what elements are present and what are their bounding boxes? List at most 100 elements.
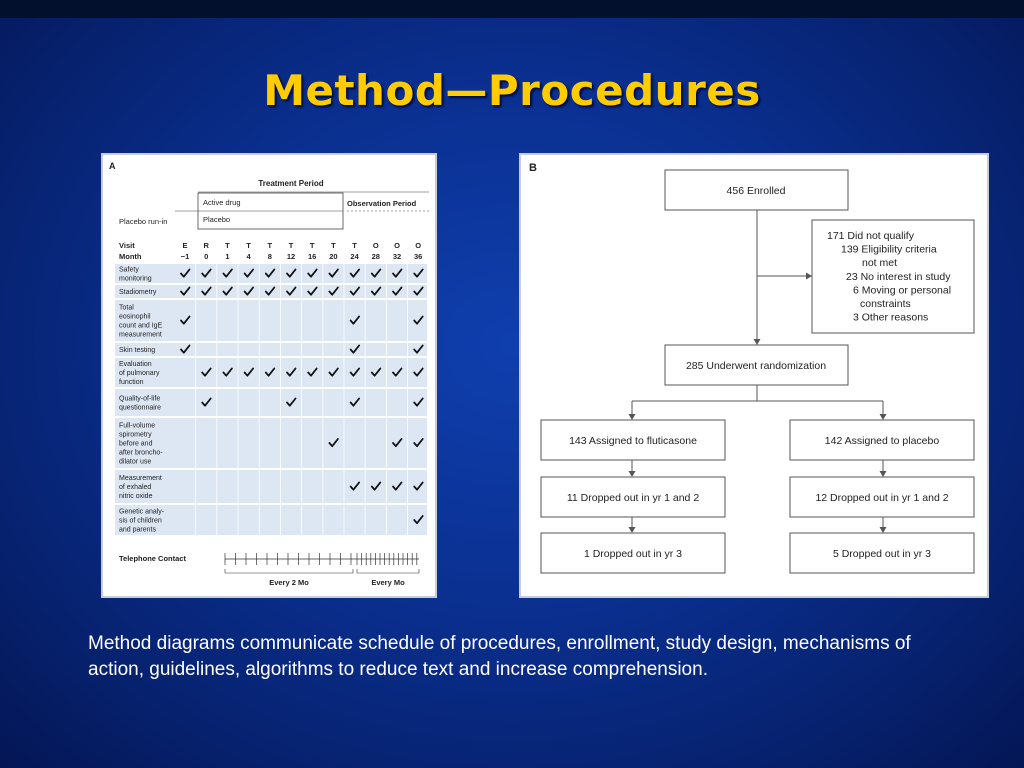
every-mo-bracket bbox=[356, 569, 420, 574]
check-mark bbox=[413, 268, 424, 278]
fluticasone-arm-label: 11 Dropped out in yr 1 and 2 bbox=[567, 492, 699, 504]
visit-code: T bbox=[331, 241, 336, 250]
procedure-label: Quality-of-life bbox=[119, 396, 160, 403]
check-mark bbox=[243, 268, 254, 278]
check-mark bbox=[349, 367, 360, 377]
check-mark bbox=[413, 438, 424, 448]
check-mark bbox=[328, 367, 339, 377]
visit-code: T bbox=[289, 241, 294, 250]
procedure-label: Measurement bbox=[119, 475, 162, 482]
check-mark bbox=[413, 344, 424, 354]
check-mark bbox=[370, 367, 382, 377]
check-mark bbox=[180, 268, 191, 278]
check-mark bbox=[264, 367, 276, 377]
exclusion-line: 171 Did not qualify bbox=[827, 230, 915, 242]
panel-label: A bbox=[109, 161, 116, 171]
check-mark bbox=[286, 286, 297, 296]
placebo-run-in-label: Placebo run-in bbox=[119, 217, 167, 226]
procedure-label: Total bbox=[119, 305, 134, 312]
check-mark bbox=[180, 344, 191, 354]
procedure-label: monitoring bbox=[119, 276, 152, 283]
check-mark bbox=[307, 268, 318, 278]
enrolled-label: 456 Enrolled bbox=[727, 185, 786, 197]
observation-period-label: Observation Period bbox=[347, 199, 417, 208]
procedure-label: of pulmonary bbox=[119, 370, 160, 377]
month-value: 8 bbox=[268, 252, 272, 261]
check-mark bbox=[222, 268, 233, 278]
check-mark bbox=[328, 268, 339, 278]
check-mark bbox=[222, 286, 233, 296]
every-2-mo-label: Every 2 Mo bbox=[269, 578, 309, 587]
placebo-arm-label: 12 Dropped out in yr 1 and 2 bbox=[815, 492, 948, 504]
randomization-label: 285 Underwent randomization bbox=[686, 360, 826, 372]
check-mark bbox=[349, 315, 360, 325]
check-mark bbox=[370, 286, 382, 296]
arrowhead bbox=[628, 527, 636, 533]
month-value: 0 bbox=[204, 252, 208, 261]
check-mark bbox=[201, 397, 212, 407]
placebo-arm-box bbox=[789, 419, 975, 461]
check-mark bbox=[392, 438, 403, 448]
month-value: 24 bbox=[350, 252, 359, 261]
procedure-label: Evaluation bbox=[119, 361, 152, 368]
exclusion-line: 6 Moving or personal bbox=[853, 284, 951, 296]
check-mark bbox=[222, 367, 233, 377]
check-mark bbox=[370, 481, 382, 491]
procedure-label: Genetic analy- bbox=[119, 509, 165, 516]
fluticasone-arm-box bbox=[540, 476, 726, 518]
procedure-label: Skin testing bbox=[119, 347, 155, 354]
procedure-label: eosinophil bbox=[119, 314, 151, 321]
procedure-label: sis of children bbox=[119, 518, 162, 525]
month-header: Month bbox=[119, 252, 142, 261]
check-mark bbox=[286, 367, 297, 377]
procedure-label: nitric oxide bbox=[119, 493, 153, 500]
month-value: 32 bbox=[393, 252, 401, 261]
procedure-label: count and IgE bbox=[119, 323, 163, 330]
visit-code: T bbox=[352, 241, 357, 250]
procedure-row-band bbox=[115, 505, 427, 535]
procedure-row-band bbox=[115, 389, 427, 416]
arrowhead bbox=[806, 272, 812, 280]
check-mark bbox=[349, 344, 360, 354]
check-mark bbox=[349, 481, 360, 491]
month-value: 12 bbox=[287, 252, 295, 261]
month-value: 36 bbox=[414, 252, 422, 261]
arrowhead bbox=[628, 471, 636, 477]
procedure-label: and parents bbox=[119, 527, 156, 534]
placebo-arm-box bbox=[789, 532, 975, 574]
procedure-row-band bbox=[115, 418, 427, 468]
check-mark bbox=[180, 286, 191, 296]
check-mark bbox=[349, 397, 360, 407]
check-mark bbox=[349, 268, 360, 278]
check-mark bbox=[307, 286, 318, 296]
procedure-row-band bbox=[115, 300, 427, 341]
exclusion-line: 3 Other reasons bbox=[853, 312, 928, 324]
check-mark bbox=[413, 367, 424, 377]
check-mark bbox=[201, 268, 212, 278]
check-mark bbox=[286, 268, 297, 278]
arrowhead bbox=[628, 414, 636, 420]
exclusion-line: 23 No interest in study bbox=[846, 271, 951, 283]
procedure-label: spirometry bbox=[119, 432, 152, 439]
fluticasone-arm-box bbox=[540, 532, 726, 574]
check-mark bbox=[392, 286, 403, 296]
slide-title: Method—Procedures bbox=[263, 66, 761, 115]
procedure-label: Stadiometry bbox=[119, 289, 157, 296]
placebo-arm-label: 5 Dropped out in yr 3 bbox=[833, 548, 931, 560]
arrowhead bbox=[879, 527, 887, 533]
telephone-contact-label: Telephone Contact bbox=[119, 554, 186, 563]
check-mark bbox=[328, 438, 339, 448]
check-mark bbox=[413, 515, 424, 525]
visit-code: R bbox=[203, 241, 209, 250]
visit-code: O bbox=[415, 241, 421, 250]
check-mark bbox=[413, 397, 424, 407]
exclusion-line: not met bbox=[862, 257, 897, 269]
randomization-box bbox=[664, 344, 849, 386]
exclusion-box bbox=[811, 219, 975, 334]
check-mark bbox=[413, 481, 424, 491]
visit-code: T bbox=[310, 241, 315, 250]
arrowhead bbox=[879, 414, 887, 420]
